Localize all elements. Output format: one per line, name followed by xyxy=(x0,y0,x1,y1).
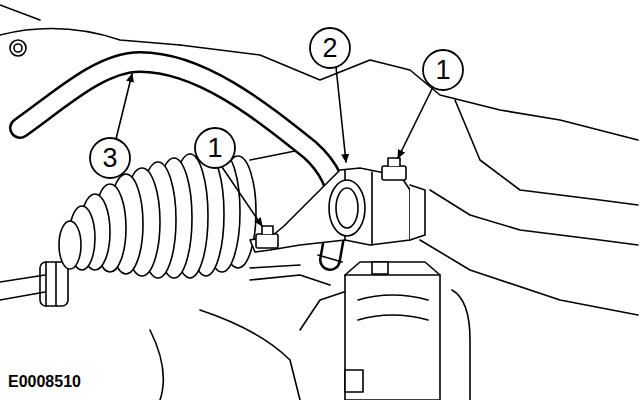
stabilizer-bar-end xyxy=(318,255,342,262)
tie-rod xyxy=(0,275,45,300)
bolt-head xyxy=(14,44,22,52)
subframe-edge xyxy=(430,190,638,245)
callout-number: 1 xyxy=(207,135,222,162)
callout-number: 2 xyxy=(322,35,337,62)
subframe-edge xyxy=(420,240,638,315)
rack-boot xyxy=(59,152,256,278)
callout-number: 1 xyxy=(435,57,450,84)
bushing-bracket xyxy=(250,158,425,252)
leader-line xyxy=(116,67,433,226)
boot-clamp xyxy=(40,262,68,306)
subframe-edge xyxy=(250,275,330,285)
callout-circle xyxy=(90,28,463,178)
body-edge xyxy=(0,29,180,45)
subframe-edge xyxy=(200,310,300,400)
lower-mount xyxy=(345,262,470,400)
boot-clamp xyxy=(46,262,56,306)
subframe-edge xyxy=(150,330,163,400)
subframe-edge xyxy=(300,290,350,330)
figure-id: E0008510 xyxy=(8,374,81,390)
bolt-head xyxy=(10,40,26,56)
callout-number: 3 xyxy=(102,145,117,172)
body-edge xyxy=(0,5,40,20)
subframe-edge xyxy=(455,100,638,205)
